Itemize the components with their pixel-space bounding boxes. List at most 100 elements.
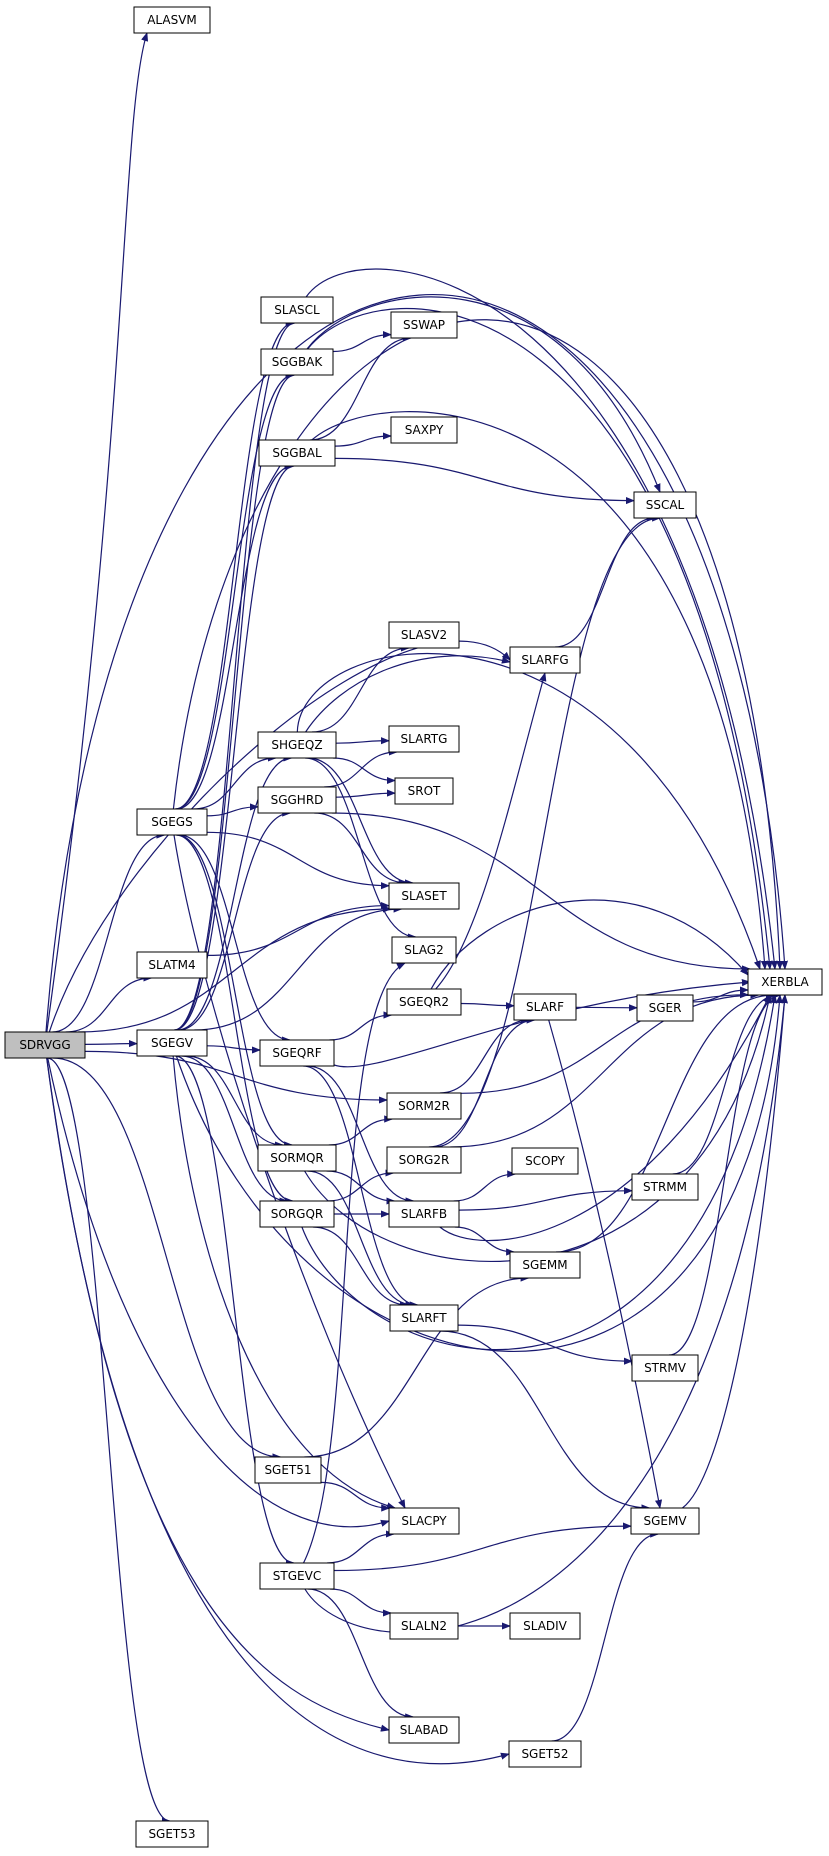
node-shgeqz[interactable]: SHGEQZ — [257, 731, 337, 759]
node-sggbal[interactable]: SGGBAL — [258, 439, 336, 467]
edge-slarfb-to-strmm — [458, 1187, 633, 1211]
edge-sgegv-to-stgevc — [174, 1055, 295, 1567]
node-box — [509, 646, 581, 674]
node-srot[interactable]: SROT — [394, 777, 454, 805]
node-box — [136, 808, 208, 836]
node-xerbla[interactable]: XERBLA — [747, 968, 823, 996]
node-label: SLARTG — [401, 732, 448, 746]
node-box — [260, 348, 334, 376]
node-sget51[interactable]: SGET51 — [254, 1456, 322, 1484]
node-sgghrd[interactable]: SGGHRD — [257, 786, 337, 814]
node-label: SGEQR2 — [399, 995, 449, 1009]
node-sgeqrf[interactable]: SGEQRF — [259, 1039, 335, 1067]
node-label: SHGEQZ — [271, 738, 322, 752]
node-sscal[interactable]: SSCAL — [633, 491, 697, 519]
node-sggbak[interactable]: SGGBAK — [260, 348, 334, 376]
node-slatm4[interactable]: SLATM4 — [136, 951, 208, 979]
edge-slarf-to-sger — [575, 1004, 638, 1012]
node-box — [631, 1354, 699, 1382]
node-strmv[interactable]: STRMV — [631, 1354, 699, 1382]
node-label: SLACPY — [401, 1514, 447, 1528]
edge-sdrvgg-to-slacpy — [47, 1057, 390, 1528]
node-sger[interactable]: SGER — [636, 994, 694, 1022]
node-box — [386, 988, 462, 1016]
node-slag2[interactable]: SLAG2 — [391, 936, 457, 964]
node-slarfb[interactable]: SLARFB — [388, 1200, 460, 1228]
node-alasvm[interactable]: ALASVM — [133, 6, 211, 34]
node-box — [259, 1200, 335, 1228]
edge-sorg2r-to-slarf — [434, 1016, 536, 1148]
node-label: SSWAP — [403, 318, 445, 332]
node-sswap[interactable]: SSWAP — [390, 311, 458, 339]
edge-sgemv-to-xerbla — [682, 994, 788, 1509]
edge-stgevc-to-slabad — [307, 1588, 415, 1721]
node-sdrvgg[interactable]: SDRVGG — [4, 1031, 86, 1059]
node-sgegv[interactable]: SGEGV — [136, 1029, 208, 1057]
node-box — [390, 311, 458, 339]
node-sgemm[interactable]: SGEMM — [509, 1251, 581, 1279]
node-slacpy[interactable]: SLACPY — [388, 1507, 460, 1535]
node-sormqr[interactable]: SORMQR — [257, 1144, 337, 1172]
node-label: SLARFB — [401, 1207, 447, 1221]
edge-sgegs-to-shgeqz — [193, 754, 277, 810]
node-box — [509, 1251, 581, 1279]
node-slarft[interactable]: SLARFT — [389, 1304, 459, 1332]
edge-sormqr-to-xerbla — [304, 994, 772, 1263]
edge-stgevc-to-slag2 — [302, 962, 406, 1564]
edge-sgegv-to-sormqr — [186, 1055, 284, 1149]
edge-stgevc-to-sgemv — [333, 1522, 632, 1572]
node-saxpy[interactable]: SAXPY — [390, 416, 458, 444]
node-sorg2r[interactable]: SORG2R — [386, 1146, 462, 1174]
node-label: SCOPY — [525, 1154, 565, 1168]
edge-strmv-to-xerbla — [668, 991, 782, 1356]
edge-stgevc-to-xerbla — [304, 994, 788, 1634]
edge-sgegs-to-sgghrd — [206, 803, 259, 817]
node-box — [259, 1562, 335, 1590]
node-slaset[interactable]: SLASET — [388, 882, 460, 910]
node-sget53[interactable]: SGET53 — [135, 1820, 209, 1848]
node-box — [133, 6, 211, 34]
node-label: SLARFG — [521, 653, 568, 667]
node-sorgqr[interactable]: SORGQR — [259, 1200, 335, 1228]
node-slaln2[interactable]: SLALN2 — [389, 1612, 459, 1640]
node-label: SLASET — [401, 889, 447, 903]
node-box — [388, 882, 460, 910]
node-sgegs[interactable]: SGEGS — [136, 808, 208, 836]
node-sgeqr2[interactable]: SGEQR2 — [386, 988, 462, 1016]
edge-shgeqz-to-slaset — [307, 757, 414, 887]
node-box — [388, 621, 460, 649]
edge-sgghrd-to-slartg — [324, 748, 398, 788]
node-strmm[interactable]: STRMM — [631, 1173, 699, 1201]
node-box — [258, 439, 336, 467]
node-label: SGGHRD — [271, 793, 324, 807]
node-slasv2[interactable]: SLASV2 — [388, 621, 460, 649]
edge-sdrvgg-to-sgegv — [84, 1040, 138, 1048]
node-label: SLAG2 — [404, 943, 444, 957]
node-slarf[interactable]: SLARF — [513, 993, 577, 1021]
node-sladiv[interactable]: SLADIV — [509, 1612, 581, 1640]
node-slabad[interactable]: SLABAD — [388, 1716, 460, 1744]
edge-sorg2r-to-xerbla — [450, 991, 760, 1148]
node-box — [257, 1144, 337, 1172]
edge-sdrvgg-to-sget51 — [52, 1057, 282, 1461]
node-slascl[interactable]: SLASCL — [260, 296, 334, 324]
node-stgevc[interactable]: STGEVC — [259, 1562, 335, 1590]
edge-shgeqz-to-xerbla — [296, 652, 761, 970]
edge-layer — [45, 32, 789, 1825]
node-scopy[interactable]: SCOPY — [511, 1147, 579, 1175]
edge-strmm-to-xerbla — [672, 991, 779, 1175]
node-sgemv[interactable]: SGEMV — [630, 1507, 700, 1535]
edge-sgghrd-to-slaset — [314, 812, 408, 887]
node-box — [136, 1029, 208, 1057]
edge-sgegv-to-sggbal — [174, 462, 296, 1031]
node-label: STGEVC — [273, 1569, 321, 1583]
node-label: SGET51 — [264, 1463, 311, 1477]
node-sorm2r[interactable]: SORM2R — [386, 1092, 462, 1120]
node-slartg[interactable]: SLARTG — [388, 725, 460, 753]
edge-sgegv-to-sgghrd — [178, 809, 292, 1031]
node-sget52[interactable]: SGET52 — [508, 1740, 582, 1768]
edge-sormqr-to-slarft — [307, 1170, 415, 1309]
edge-sgeqrf-to-slarfb — [307, 1065, 415, 1205]
node-slarfg[interactable]: SLARFG — [509, 646, 581, 674]
